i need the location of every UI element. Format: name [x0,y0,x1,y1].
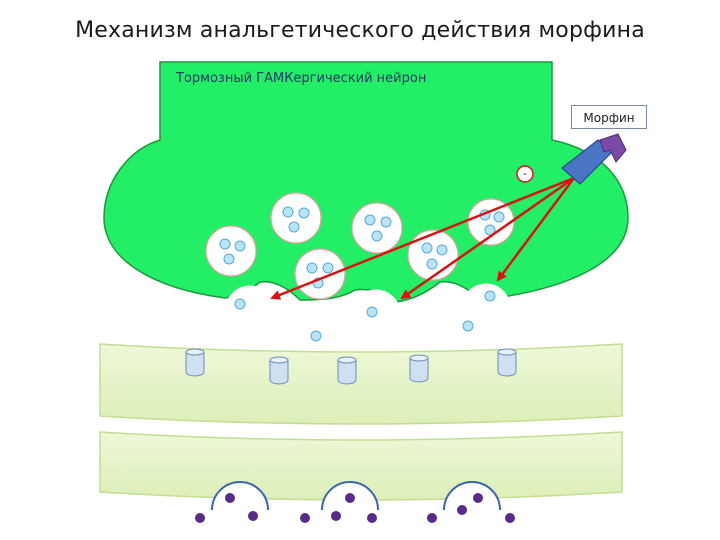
inhibitory-neuron-body [103,61,629,303]
docked-molecule [366,306,378,318]
neuron-label: Тормозный ГАМКергический нейрон [176,71,427,86]
inhibition-arrow [400,176,575,300]
lower-molecule [225,493,235,503]
lower-release-arc [443,481,501,511]
vesicle [270,192,322,244]
postsynaptic-membrane [99,343,623,425]
lower-molecule [473,493,483,503]
lower-molecule [345,493,355,503]
inhibition-arrow [270,176,575,300]
vesicle [407,229,459,281]
lower-molecule [300,513,310,523]
morphine-label: Морфин [571,105,647,129]
vesicle [294,248,346,300]
inhibition-arrow [496,177,576,282]
lower-molecule [331,511,341,521]
inhibition-sign-circle [516,165,534,183]
lower-molecule [505,513,515,523]
lower-release-arc [211,481,269,511]
lower-molecule [195,513,205,523]
release-site-2 [351,289,401,315]
docked-molecule [234,298,246,310]
inhibition-sign: - [523,167,527,180]
opioid-receptor-icon [599,133,627,163]
lower-molecule [367,513,377,523]
gaba-receptor [497,348,517,377]
released-molecule [310,330,322,342]
lower-molecule [248,511,258,521]
released-molecule [462,320,474,332]
gaba-receptor [337,356,357,385]
lower-molecule [427,513,437,523]
page-title: Механизм анальгетического действия морфи… [75,18,645,43]
docked-molecule [484,290,496,302]
gaba-receptor [409,354,429,383]
vesicle [205,225,257,277]
gaba-receptor [269,356,289,385]
vesicle [351,202,403,254]
lower-molecule [457,505,467,515]
gaba-receptor [185,348,205,377]
